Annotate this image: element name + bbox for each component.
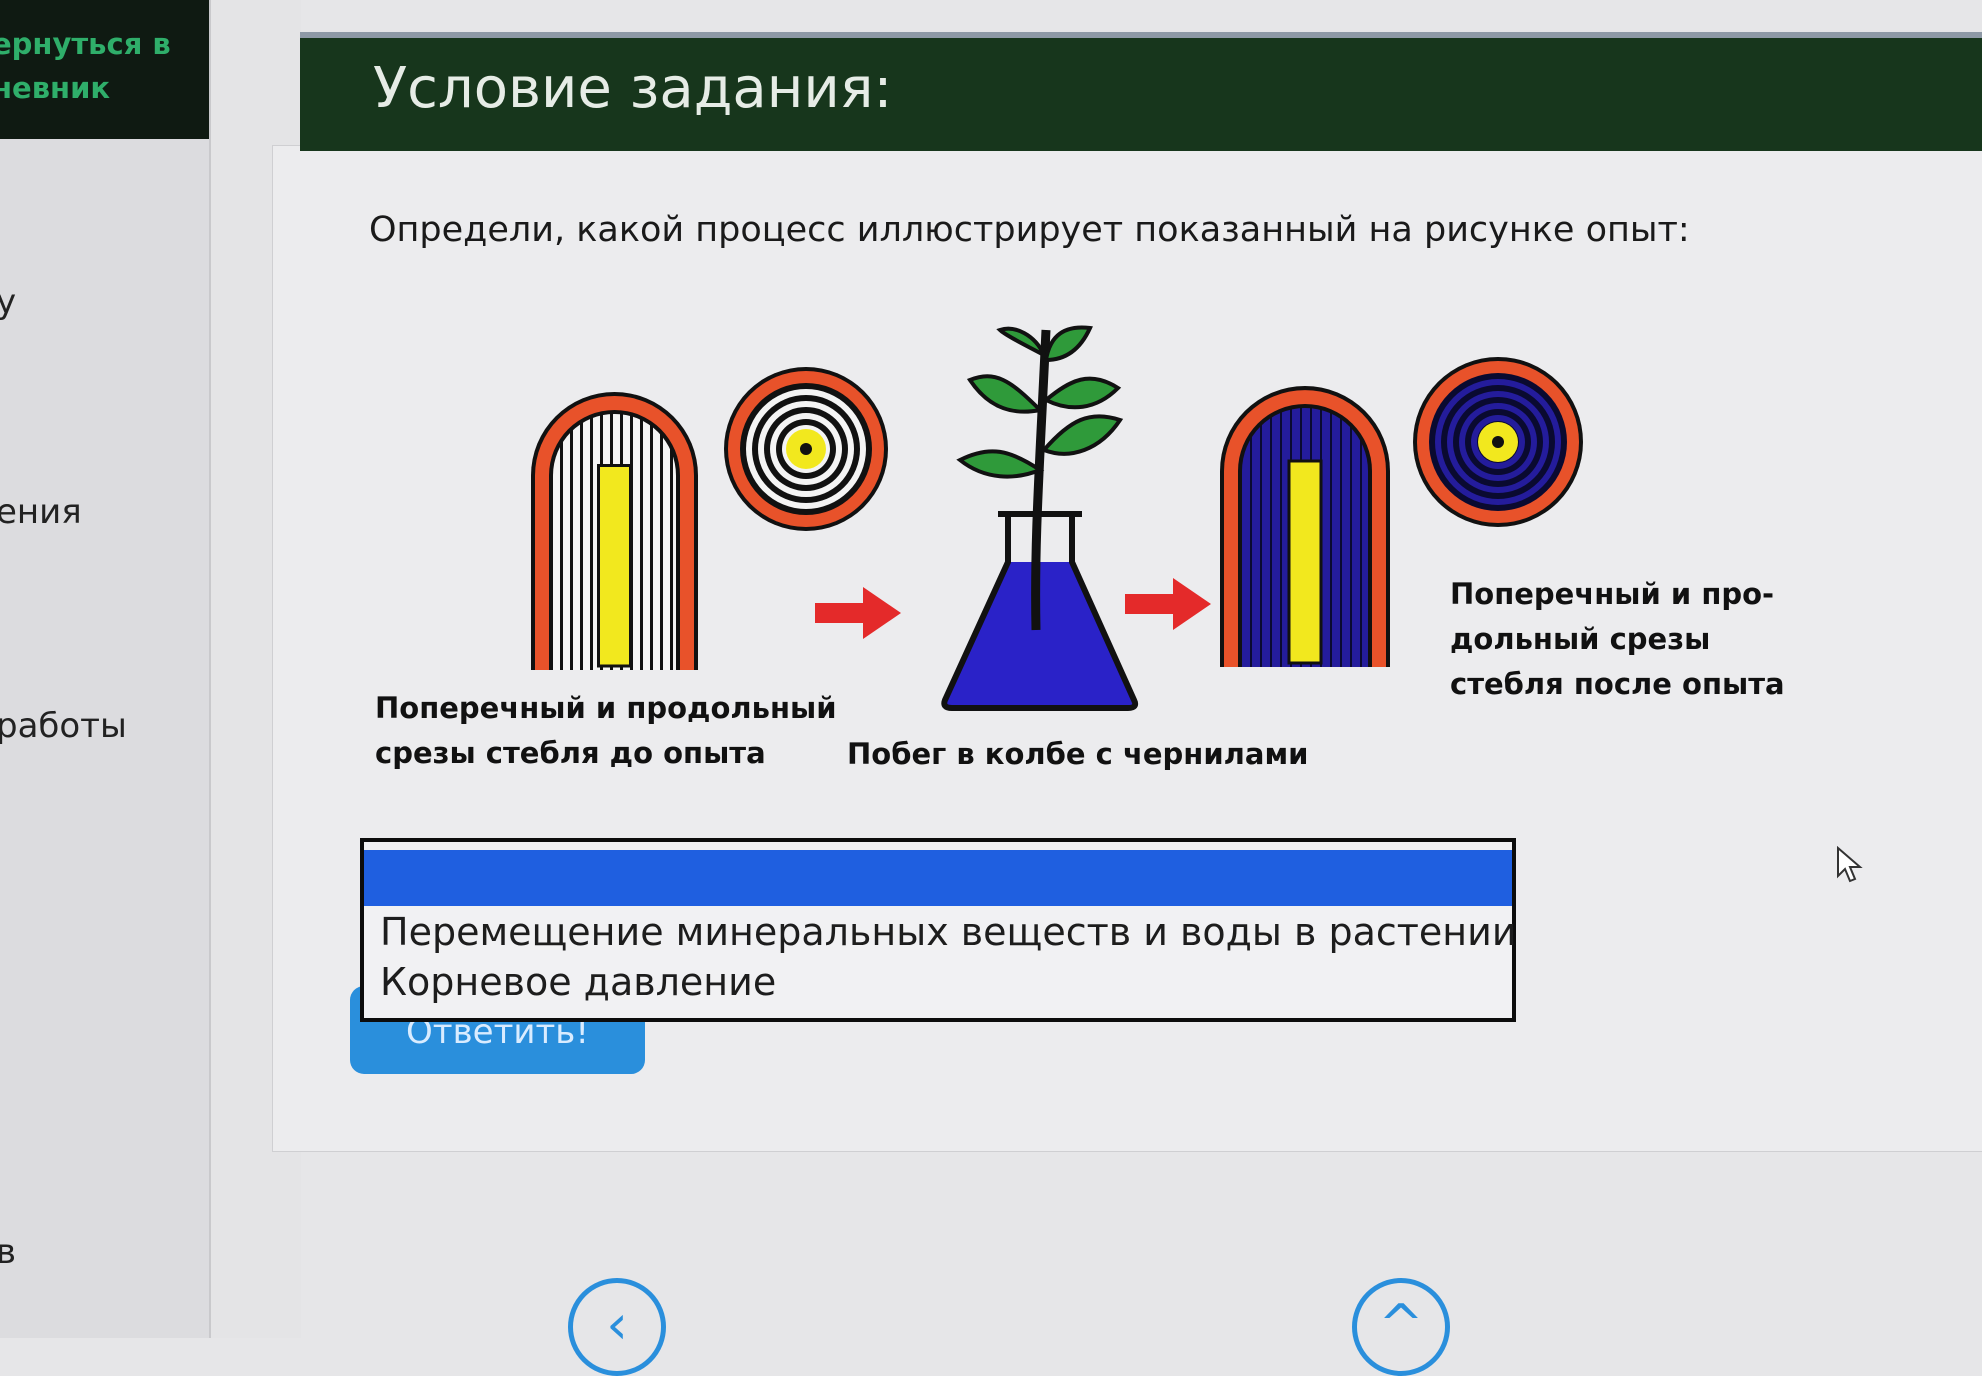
stem-after-cross-section [1413, 357, 1583, 527]
sidebar-item[interactable]: в [0, 1232, 17, 1272]
task-header: Условие задания: [300, 32, 1982, 151]
sidebar: ернуться в невник у ения работы в [0, 0, 209, 1338]
question-text: Определи, какой процесс иллюстрирует пок… [369, 210, 1690, 250]
dropdown-option-selected[interactable] [364, 850, 1512, 906]
back-to-diary-link[interactable]: ернуться в невник [0, 0, 209, 139]
prev-button[interactable]: ‹ [568, 1278, 666, 1376]
arrow-icon [815, 587, 901, 639]
flask-with-shoot [941, 325, 1139, 711]
label-after: Поперечный и про- дольный срезы стебля п… [1450, 577, 1785, 701]
arrow-icon [1125, 578, 1211, 630]
mouse-cursor-icon [1837, 846, 1863, 883]
experiment-figure [531, 325, 1583, 711]
stem-before-longitudinal [531, 392, 698, 670]
page-title: Условие задания: [373, 56, 893, 121]
stem-before-cross-section [724, 367, 888, 531]
sidebar-item[interactable]: у [0, 282, 17, 322]
stem-after-longitudinal [1220, 386, 1390, 667]
label-flask: Побег в колбе с чернилами [847, 737, 1309, 771]
chevron-left-icon: ‹ [606, 1293, 628, 1356]
chevron-up-icon: ^ [1378, 1293, 1424, 1356]
label-before: Поперечный и продольный срезы стебля до … [375, 691, 837, 770]
dropdown-option[interactable]: Корневое давление [380, 960, 777, 1004]
dropdown-option[interactable]: Перемещение минеральных веществ и воды в… [380, 910, 1517, 954]
sidebar-item[interactable]: ения [0, 492, 82, 532]
answer-dropdown[interactable]: Перемещение минеральных веществ и воды в… [360, 838, 1517, 1022]
up-button[interactable]: ^ [1352, 1278, 1450, 1376]
sidebar-item[interactable]: работы [0, 706, 127, 746]
